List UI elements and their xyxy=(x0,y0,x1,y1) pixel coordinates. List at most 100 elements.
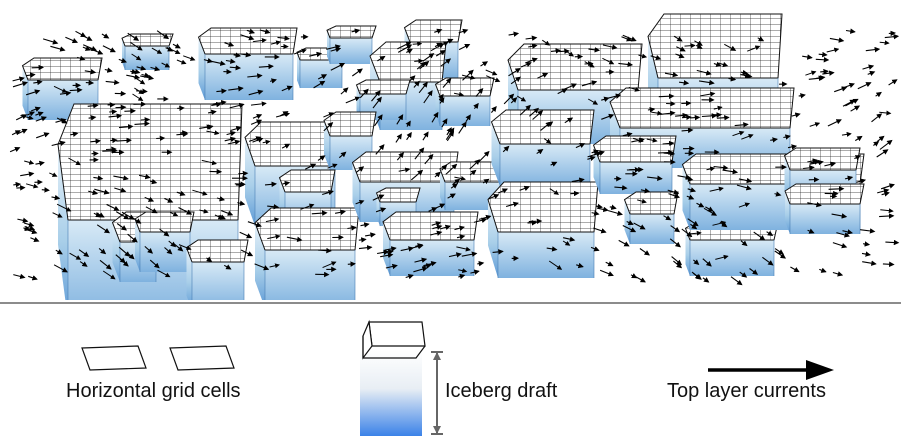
current-arrow xyxy=(549,188,560,195)
current-arrow xyxy=(313,80,326,89)
current-arrow xyxy=(458,273,466,280)
current-arrow xyxy=(831,213,848,219)
current-arrow xyxy=(842,229,853,235)
current-arrow xyxy=(503,93,515,105)
current-arrow xyxy=(630,273,638,279)
legend-divider xyxy=(0,302,901,304)
current-arrow xyxy=(587,98,599,105)
current-arrow xyxy=(224,41,235,47)
current-arrow xyxy=(305,163,317,170)
current-arrow xyxy=(347,225,357,231)
current-arrow xyxy=(82,45,92,51)
current-arrow xyxy=(819,267,827,273)
current-arrow xyxy=(685,176,694,182)
current-arrow xyxy=(102,148,118,154)
current-arrow xyxy=(668,193,681,199)
current-arrow xyxy=(701,113,718,119)
current-arrow xyxy=(458,268,468,274)
current-arrow xyxy=(676,46,686,52)
current-arrow xyxy=(56,203,72,212)
grid-cells-label: Horizontal grid cells xyxy=(66,380,241,402)
current-arrow xyxy=(456,234,466,240)
current-arrow xyxy=(841,131,852,137)
current-arrow xyxy=(650,54,662,61)
current-arrow xyxy=(84,69,97,75)
current-arrow xyxy=(95,212,105,218)
current-arrow xyxy=(696,69,712,76)
current-arrow xyxy=(557,88,568,95)
current-arrow xyxy=(412,41,423,47)
current-arrow xyxy=(252,38,267,43)
current-arrow xyxy=(587,151,602,158)
current-arrow xyxy=(414,147,425,160)
current-arrow xyxy=(562,236,576,242)
current-arrow xyxy=(728,76,737,82)
current-arrow xyxy=(144,196,155,202)
current-arrow xyxy=(741,133,754,140)
current-arrow xyxy=(490,106,497,113)
current-arrow xyxy=(482,178,490,185)
current-arrow xyxy=(264,181,277,188)
current-arrow xyxy=(867,70,876,77)
current-arrow xyxy=(690,223,698,230)
current-arrow xyxy=(713,105,723,111)
current-arrow xyxy=(790,266,800,273)
current-arrow xyxy=(33,79,43,86)
current-arrow xyxy=(787,144,798,150)
current-arrow xyxy=(206,130,220,136)
current-arrow xyxy=(662,140,675,147)
current-arrow xyxy=(109,109,118,115)
current-arrow xyxy=(323,122,334,132)
current-arrow xyxy=(542,39,551,46)
current-arrow xyxy=(670,225,681,233)
current-arrow xyxy=(68,157,81,166)
current-arrow xyxy=(571,177,585,183)
current-arrow xyxy=(705,206,714,212)
current-arrow xyxy=(118,246,131,257)
current-arrow xyxy=(377,249,390,256)
current-arrow xyxy=(520,62,532,68)
current-arrow xyxy=(618,239,630,247)
current-arrow xyxy=(281,143,291,149)
current-arrow xyxy=(201,159,217,166)
current-arrow xyxy=(879,213,895,219)
current-arrow xyxy=(23,221,35,228)
current-arrow xyxy=(55,249,63,255)
current-arrow xyxy=(622,225,637,233)
current-arrow xyxy=(199,208,209,214)
current-arrow xyxy=(564,117,574,124)
current-arrow xyxy=(791,112,801,118)
current-arrow xyxy=(626,220,634,225)
current-arrow xyxy=(528,218,543,224)
iceberg-block xyxy=(490,109,595,186)
current-arrow xyxy=(93,175,104,181)
current-arrow xyxy=(223,264,232,270)
current-arrow xyxy=(12,81,28,88)
current-arrow xyxy=(807,201,822,208)
current-arrow xyxy=(888,79,898,86)
current-arrow xyxy=(176,190,186,197)
current-arrow xyxy=(693,259,700,266)
current-arrow xyxy=(434,28,443,34)
current-arrow xyxy=(470,269,480,275)
current-arrow xyxy=(145,206,158,214)
current-arrow xyxy=(456,246,471,252)
current-arrow xyxy=(102,45,116,53)
current-arrow xyxy=(124,108,136,114)
current-arrow xyxy=(663,151,676,157)
current-arrow xyxy=(164,197,174,203)
current-arrow xyxy=(528,43,538,49)
current-arrow xyxy=(469,169,477,176)
current-arrow xyxy=(519,185,530,192)
current-arrow xyxy=(828,186,845,192)
current-arrow xyxy=(422,131,429,141)
current-arrow xyxy=(419,60,430,70)
current-arrow xyxy=(405,120,411,127)
current-arrow xyxy=(713,164,729,171)
current-arrow xyxy=(734,122,749,128)
current-arrow xyxy=(703,207,718,216)
current-arrow xyxy=(149,178,158,185)
current-arrow xyxy=(351,68,363,77)
current-arrow xyxy=(172,43,181,49)
current-arrow xyxy=(713,61,722,67)
